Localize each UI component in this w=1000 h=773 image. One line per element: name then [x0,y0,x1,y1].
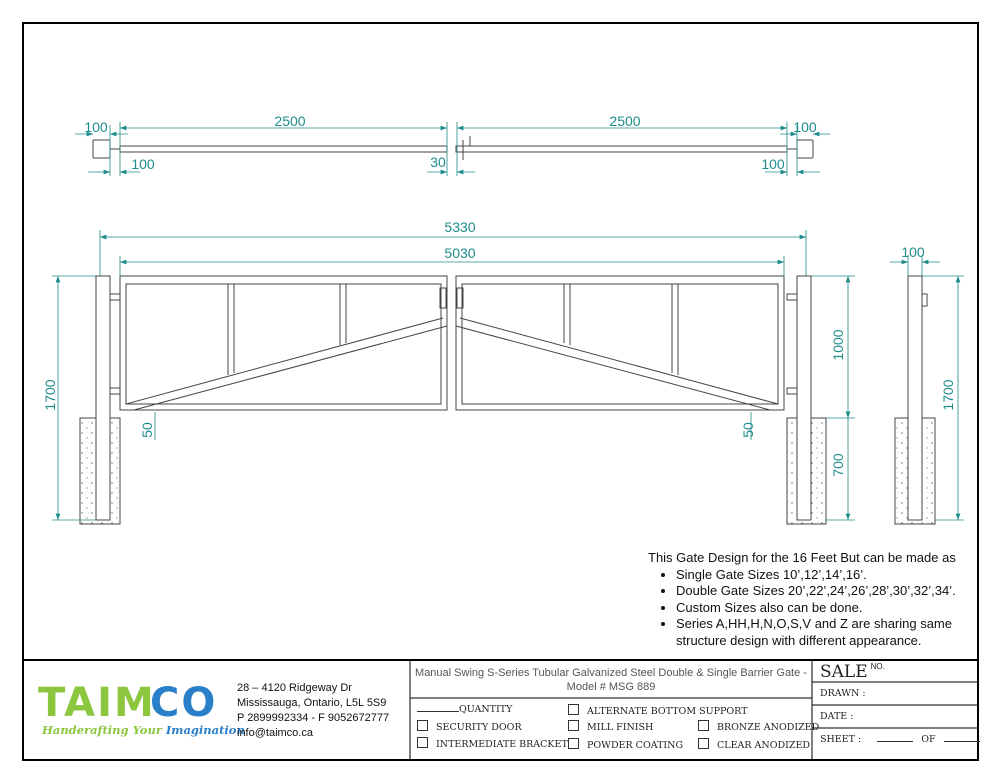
top-view [92,136,814,160]
sheet-label: SHEET : [820,734,862,745]
drawing-title: Manual Swing S-Series Tubular Galvanized… [415,667,807,693]
note-item: Series A,HH,H,N,O,S,V and Z are sharing … [676,616,966,649]
option-label: BRONZE ANODIZED [717,722,820,733]
of-label: OF [921,734,936,745]
checkbox[interactable] [698,738,709,749]
top-view-dimensions [75,122,830,176]
option-label: POWDER COATING [587,740,684,751]
dim-side-post-width: 100 [901,244,925,260]
front-view [79,275,827,525]
dim-overall: 5330 [444,219,475,235]
phone-fax: P 2899992334 - F 9052672777 [237,712,390,724]
checkbox[interactable] [568,704,579,715]
dim-side-height: 1700 [940,379,956,410]
svg-text:CO: CO [150,680,217,726]
sale-text: SALE [820,662,868,682]
quantity-label: QUANTITY [459,704,513,715]
option-intermediate-bracket[interactable]: INTERMEDIATE BRACKET [417,737,568,750]
date-field[interactable]: DATE : [820,711,854,722]
front-view-dimensions [52,230,964,521]
dim-height-left: 1700 [42,379,58,410]
sale-no-text: NO. [870,662,885,671]
dim-gate: 5030 [444,245,475,261]
option-label: INTERMEDIATE BRACKET [436,739,568,750]
option-label: SECURITY DOOR [436,722,522,733]
drawn-field[interactable]: DRAWN : [820,688,866,699]
address-line-1: 28 – 4120 Ridgeway Dr [237,682,352,694]
dim-below-ground: 700 [830,453,846,477]
option-alternate-bottom-support[interactable]: ALTERNATE BOTTOM SUPPORT [568,704,748,717]
email: info@taimco.ca [237,727,313,739]
note-item: Single Gate Sizes 10’,12’,14’,16’. [676,567,966,584]
option-powder-coating[interactable]: POWDER COATING [568,738,683,751]
option-label: ALTERNATE BOTTOM SUPPORT [587,706,748,717]
address-line-2: Mississauga, Ontario, L5L 5S9 [237,697,387,709]
dim-center-gap: 30 [430,154,446,170]
checkbox[interactable] [568,720,579,731]
note-item: Double Gate Sizes 20’,22’,24’,26’,28’,30… [676,583,966,600]
option-mill-finish[interactable]: MILL FINISH [568,720,653,733]
svg-text:Handerafting Your Imagination: Handerafting Your Imagination [41,723,245,737]
dim-right-post: 100 [793,119,817,135]
dim-clearance-right: 50 [740,422,756,438]
dim-above-ground: 1000 [830,329,846,360]
dim-left-post: 100 [84,119,108,135]
option-clear-anodized[interactable]: CLEAR ANODIZED [698,738,810,751]
note-item: Custom Sizes also can be done. [676,600,966,617]
side-view [894,275,936,525]
dim-clearance-left: 50 [139,422,155,438]
option-label: MILL FINISH [587,722,654,733]
checkbox[interactable] [698,720,709,731]
option-security-door[interactable]: SECURITY DOOR [417,720,522,733]
title-block-grid [23,659,978,760]
dim-right-gap: 100 [761,156,785,172]
quantity-field[interactable]: QUANTITY [417,704,512,715]
company-address: 28 – 4120 Ridgeway Dr Mississauga, Ontar… [237,681,389,741]
dim-left-gap: 100 [131,156,155,172]
taimco-logo: TAIM CO Handerafting Your Imagination [38,680,245,737]
sheet-field[interactable]: SHEET : OF [820,734,980,745]
checkbox[interactable] [417,720,428,731]
notes-intro: This Gate Design for the 16 Feet But can… [648,550,956,565]
option-label: CLEAR ANODIZED [717,740,811,751]
design-notes: This Gate Design for the 16 Feet But can… [648,550,966,650]
checkbox[interactable] [417,737,428,748]
checkbox[interactable] [568,738,579,749]
svg-text:TAIM: TAIM [38,680,156,726]
sheet-border [22,22,979,761]
dim-left-leaf: 2500 [274,113,305,129]
option-bronze-anodized[interactable]: BRONZE ANODIZED [698,720,819,733]
dim-right-leaf: 2500 [609,113,640,129]
